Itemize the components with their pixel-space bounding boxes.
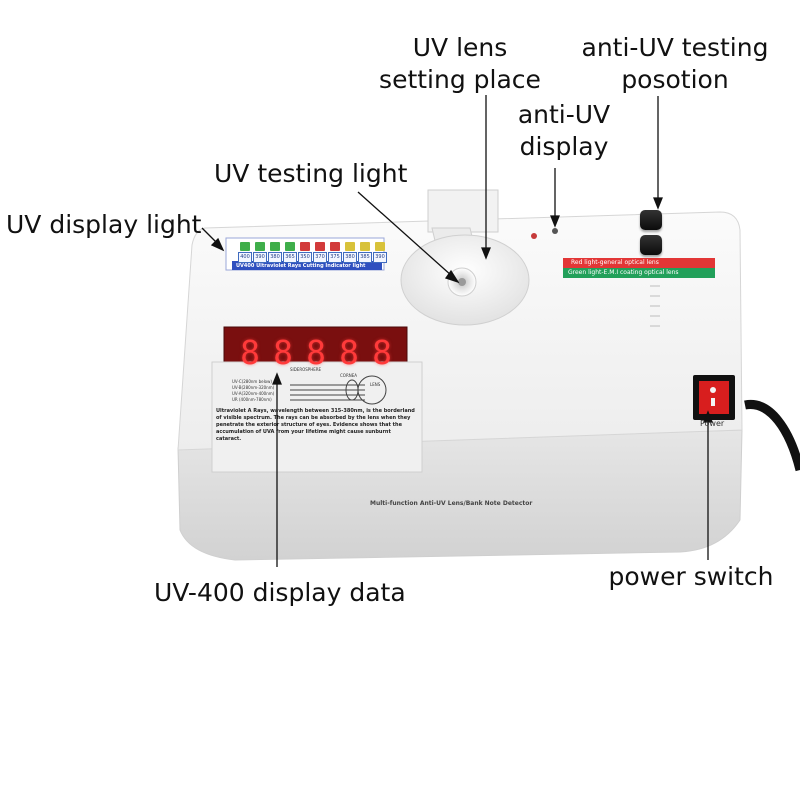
indicator-led bbox=[240, 242, 250, 251]
front-label: Multi-function Anti-UV Lens/Bank Note De… bbox=[370, 500, 533, 507]
callout-anti-uv-display: anti-UV display bbox=[510, 99, 618, 163]
indicator-title: UV400 Ultraviolet Rays Cutting Indicator… bbox=[236, 263, 366, 269]
indicator-title-bar bbox=[232, 261, 382, 270]
callout-uv-testing-light: UV testing light bbox=[214, 159, 408, 188]
power-switch-rocker[interactable] bbox=[699, 381, 729, 414]
eye-diagram-top-label: SIDEROSPHERE bbox=[290, 367, 322, 372]
indicator-value: 385 bbox=[358, 252, 372, 263]
display-digit: 8 bbox=[306, 333, 326, 372]
spectrum-legend-item: UR (400nm-780nm) bbox=[232, 397, 272, 402]
red-strip-text: Red light-general optical lens bbox=[571, 259, 659, 266]
display-digit: 8 bbox=[273, 333, 293, 372]
green-strip-text: Green light-E.M.I coating optical lens bbox=[568, 269, 679, 276]
spectrum-legend-item: UV-A(320nm-400nm) bbox=[232, 391, 275, 396]
callout-line: anti-UV bbox=[517, 100, 611, 129]
info-panel bbox=[211, 361, 423, 473]
indicator-value: 365 bbox=[283, 252, 297, 263]
callout-line: UV lens bbox=[412, 33, 508, 62]
indicator-led bbox=[315, 242, 325, 251]
callout-uv-display-light: UV display light bbox=[6, 210, 202, 239]
indicator-value: 370 bbox=[313, 252, 327, 263]
indicator-value: 380 bbox=[343, 252, 357, 263]
display-digit: 8 bbox=[240, 333, 260, 372]
indicator-value: 390 bbox=[253, 252, 267, 263]
display-digit: 8 bbox=[339, 333, 359, 372]
power-cord bbox=[744, 399, 800, 472]
anti-uv-test-button-bottom[interactable] bbox=[640, 235, 662, 255]
indicator-led bbox=[270, 242, 280, 251]
callout-uv-lens-setting-place: UV lens setting place bbox=[376, 32, 544, 96]
anti-uv-display-led-right bbox=[552, 228, 558, 234]
callout-line: display bbox=[519, 132, 609, 161]
callout-anti-uv-testing-position: anti-UV testing posotion bbox=[580, 32, 770, 96]
eye-diagram-lens-label: LENS bbox=[370, 382, 381, 387]
anti-uv-test-button-top[interactable] bbox=[640, 210, 662, 230]
indicator-led bbox=[255, 242, 265, 251]
spectrum-legend-item: UV-B(280nm-320nm) bbox=[232, 385, 275, 390]
indicator-led bbox=[285, 242, 295, 251]
callout-uv400-display-data: UV-400 display data bbox=[154, 578, 406, 607]
anti-uv-display-led-left bbox=[531, 233, 537, 239]
indicator-led bbox=[375, 242, 385, 251]
green-indicator-strip bbox=[563, 268, 715, 278]
display-digit: 8 bbox=[372, 333, 392, 372]
uva-description: Ultraviolet A Rays, wavelength between 3… bbox=[216, 408, 415, 442]
indicator-value: 400 bbox=[238, 252, 252, 263]
indicator-value: 350 bbox=[298, 252, 312, 263]
indicator-value: 375 bbox=[328, 252, 342, 263]
scale-ticks bbox=[650, 285, 660, 327]
indicator-value: 380 bbox=[268, 252, 282, 263]
leader-lines bbox=[201, 95, 713, 567]
indicator-led bbox=[360, 242, 370, 251]
callout-line: anti-UV testing bbox=[581, 33, 769, 62]
callout-power-switch: power switch bbox=[608, 562, 774, 591]
indicator-value: 390 bbox=[373, 252, 387, 263]
eye-diagram-cornea-label: CORNEA bbox=[340, 373, 357, 378]
eye-diagram-icon bbox=[290, 375, 387, 405]
red-indicator-strip bbox=[563, 258, 715, 268]
indicator-led bbox=[330, 242, 340, 251]
lens-clamp-plate bbox=[427, 189, 499, 233]
callout-line: posotion bbox=[621, 65, 729, 94]
callout-line: setting place bbox=[379, 65, 541, 94]
indicator-led bbox=[345, 242, 355, 251]
indicator-led bbox=[300, 242, 310, 251]
spectrum-legend-item: UV-C(280nm below) bbox=[232, 379, 272, 384]
power-label: Power bbox=[700, 419, 725, 428]
